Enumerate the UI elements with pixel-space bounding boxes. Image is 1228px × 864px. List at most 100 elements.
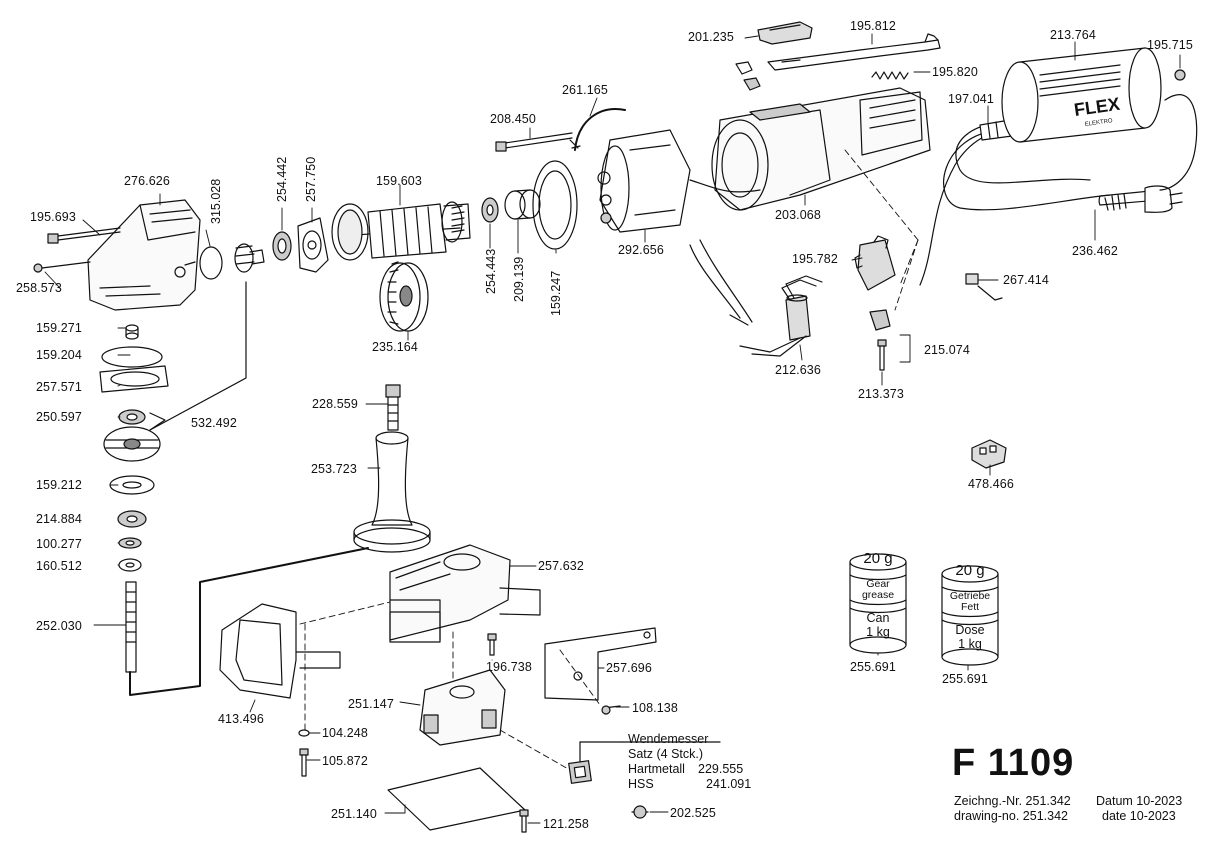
can-de-lower1: Dose [955,623,985,637]
cable-clamp-215074 [869,309,891,371]
label-214-884: 214.884 [36,512,82,526]
label-235-164: 235.164 [372,340,418,354]
wire-b [699,239,753,323]
label-195-715: 195.715 [1147,38,1193,52]
can-en-lower1: Can [866,611,890,625]
flex-logo-sub: ELEKTRO [1084,118,1113,128]
o-ring-315028 [199,246,223,280]
label-104-248: 104.248 [322,726,368,740]
label-196-738: 196.738 [486,660,532,674]
knife-insert [568,741,721,784]
can-en-upper1: Gear [866,578,890,590]
label-195-812: 195.812 [850,19,896,33]
label-213-764: 213.764 [1050,28,1096,42]
label-236-462: 236.462 [1072,244,1118,258]
label-208-450: 208.450 [490,112,536,126]
label-195-782: 195.782 [792,252,838,266]
bracket-257696 [544,627,657,701]
spindle-252030 [125,581,137,673]
knives-hss-num: 241.091 [706,777,752,791]
drawing-number-en: drawing-no. 251.342 [954,809,1068,823]
can-de-upper1: Getriebe [949,590,991,602]
screw-228559 [385,384,401,431]
bearing-250597 [118,409,146,425]
ring-159204 [101,346,163,368]
grease-can-en [849,553,907,654]
label-257-750: 257.750 [304,156,318,202]
label-478-466: 478.466 [968,477,1014,491]
drawing-date-de: Datum 10-2023 [1096,794,1183,808]
base-257632 [389,544,541,643]
label-254-443: 254.443 [484,248,498,294]
can-en-upper2: grease [861,589,895,601]
can-en-weight: 20 g [863,550,893,567]
flex-logo: FLEX [1073,94,1121,120]
bearing-254443 [481,197,499,223]
bevel-gear [103,426,161,462]
screw-108138 [601,705,621,715]
guard-413496 [219,603,341,699]
label-251-140: 251.140 [331,807,377,821]
motor-housing-203068 [711,87,931,211]
label-203-068: 203.068 [775,208,821,222]
label-159-212: 159.212 [36,478,82,492]
cord-236462 [943,121,1183,213]
label-159-603: 159.603 [376,174,422,188]
label-253-723: 253.723 [311,462,357,476]
label-209-139: 209.139 [512,256,526,302]
label-121-258: 121.258 [543,817,589,831]
label-257-571: 257.571 [36,380,82,394]
small-clip [735,61,761,91]
label-160-512: 160.512 [36,559,82,573]
knives-carbide-label: Hartmetall [628,762,685,776]
label-251-147: 251.147 [348,697,394,711]
can-de-weight: 20 g [955,562,985,579]
column-253723 [353,431,431,553]
bearing-214884 [117,510,147,528]
knives-hss-label: HSS [628,777,654,791]
disk-159247 [532,160,578,250]
can-de-lower2: 1 kg [958,637,982,651]
ring-160512 [118,558,142,572]
label-100-277: 100.277 [36,537,82,551]
can-en-number: 255.691 [850,660,896,674]
switch-rod-195812 [767,33,941,71]
grip-197041 [979,119,1013,141]
screw-105872 [299,748,309,777]
screw-121258 [519,809,529,833]
label-276-626: 276.626 [124,174,170,188]
label-212-636: 212.636 [775,363,821,377]
label-257-696: 257.696 [606,661,652,675]
brush-ring-261165 [574,108,626,151]
label-257-632: 257.632 [538,559,584,573]
pinion [234,243,265,273]
clamp-267414 [965,273,1003,301]
label-254-442: 254.442 [275,156,289,202]
can-en-lower2: 1 kg [866,625,890,639]
knives-carbide-num: 229.555 [698,762,744,776]
switch-195782 [854,235,896,291]
can-de-number: 255.691 [942,672,988,686]
assembly-line [129,547,369,696]
can-de-upper2: Fett [960,601,980,613]
label-159-271: 159.271 [36,321,82,335]
gear-235164 [379,261,429,332]
drawing-date-en: date 10-2023 [1102,809,1176,823]
ring-100277 [118,537,142,549]
label-413-496: 413.496 [218,712,264,726]
sleeve-209139 [504,189,541,220]
label-252-030: 252.030 [36,619,82,633]
label-228-559: 228.559 [312,397,358,411]
label-159-204: 159.204 [36,348,82,362]
suppressor-212636 [739,275,823,357]
bracket-532492 [149,281,247,431]
knives-title: Wendemesser [628,732,709,746]
drawing-number-de: Zeichng.-Nr. 251.342 [954,794,1071,808]
label-202-525: 202.525 [670,806,716,820]
label-315-028: 315.028 [209,178,223,224]
armature-159603 [331,201,471,261]
plate-251140 [387,767,526,831]
screw-258573 [33,261,91,273]
label-250-597: 250.597 [36,410,82,424]
